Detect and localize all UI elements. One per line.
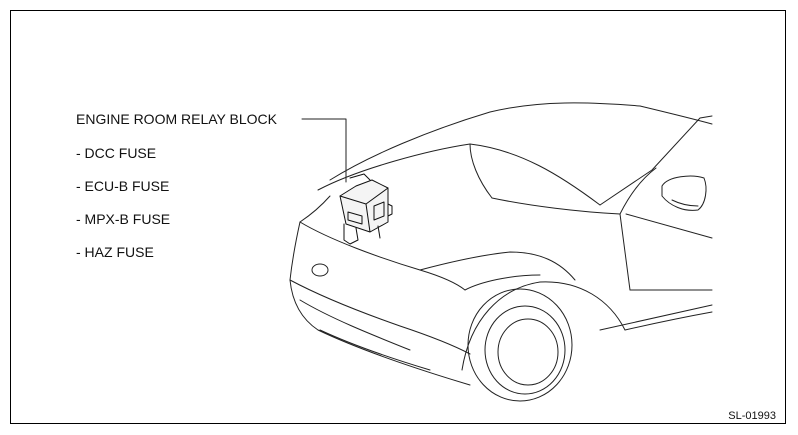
relay-block-title: ENGINE ROOM RELAY BLOCK: [76, 111, 277, 127]
fog-lamp: [311, 263, 329, 277]
fuse-item-mpx-b: - MPX-B FUSE: [76, 211, 171, 227]
fuse-item-dcc: - DCC FUSE: [76, 145, 157, 161]
relay-block: [339, 173, 393, 245]
callout-leader-line: [301, 118, 347, 183]
side-mirror: [661, 175, 707, 211]
front-wheel: [467, 288, 573, 402]
figure-frame: [10, 10, 786, 424]
front-bumper-outline: [289, 221, 471, 386]
fuse-item-ecu-b: - ECU-B FUSE: [76, 178, 170, 194]
figure-code: SL-01993: [728, 410, 776, 422]
fuse-item-haz: - HAZ FUSE: [76, 244, 154, 260]
hood-outline: [329, 102, 641, 181]
windshield-outline: [599, 115, 713, 206]
wheel-arch: [461, 281, 626, 371]
